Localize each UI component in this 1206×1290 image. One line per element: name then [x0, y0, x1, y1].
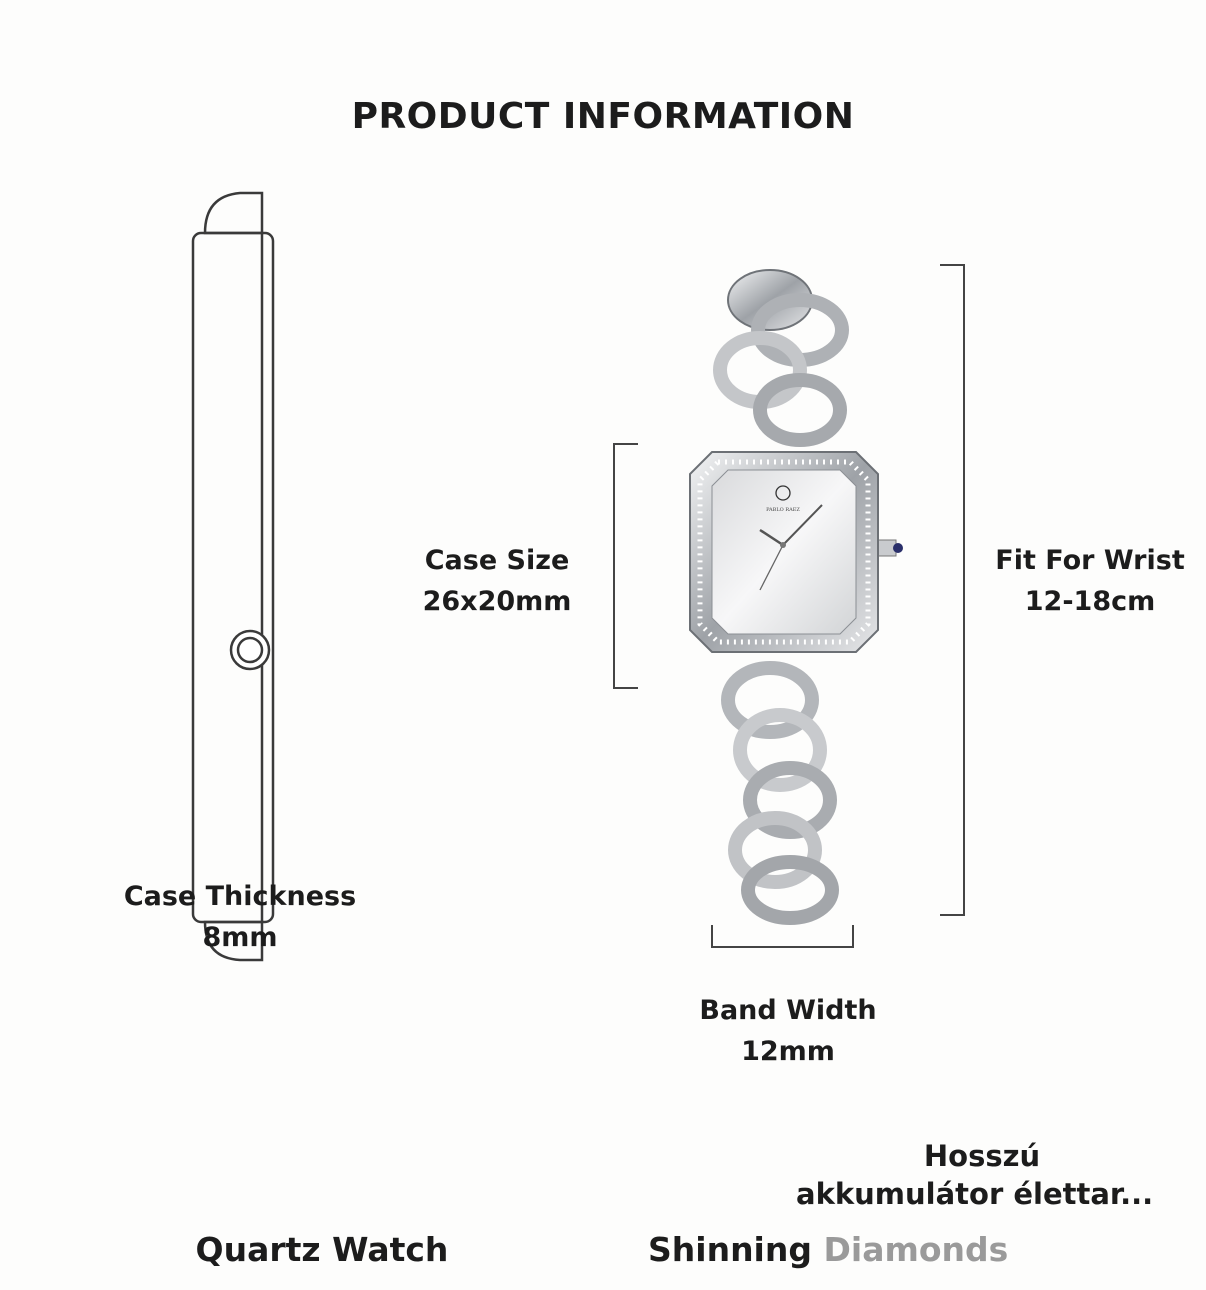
wrist-bracket: [940, 264, 965, 916]
brand-logo-text: PABLO RAEZ: [766, 507, 800, 513]
case-thickness-info: Case Thickness 8mm: [110, 876, 370, 958]
fit-for-wrist-info: Fit For Wrist 12-18cm: [980, 540, 1200, 622]
fit-for-wrist-value: 12-18cm: [1024, 586, 1156, 617]
band-width-label: Band Width: [699, 995, 877, 1026]
feature-battery-line1: Hosszú: [923, 1139, 1041, 1173]
feature-diamonds-text: Diamonds: [823, 1230, 1009, 1269]
case-thickness-label: Case Thickness: [123, 881, 357, 912]
fit-for-wrist-label: Fit For Wrist: [995, 545, 1185, 576]
feature-battery-line2: akkumulátor élettar...: [796, 1177, 1154, 1211]
case-thickness-value: 8mm: [202, 922, 278, 953]
watch-case: [689, 451, 903, 653]
band-width-value: 12mm: [741, 1036, 835, 1067]
side-view-drawing: [191, 191, 275, 962]
feature-shinning: Shinning Diamonds: [648, 1230, 1008, 1270]
band-width-bracket: [711, 925, 854, 948]
page-title: PRODUCT INFORMATION: [351, 96, 855, 137]
band-width-info: Band Width 12mm: [678, 990, 898, 1072]
feature-quartz: Quartz Watch: [195, 1230, 449, 1269]
chain-bracelet: [713, 269, 849, 925]
case-size-label: Case Size: [424, 545, 570, 576]
case-size-value: 26x20mm: [422, 586, 572, 617]
feature-shinning-text: Shinning: [648, 1230, 812, 1269]
case-size-bracket: [613, 443, 638, 689]
case-size-info: Case Size 26x20mm: [397, 540, 597, 622]
